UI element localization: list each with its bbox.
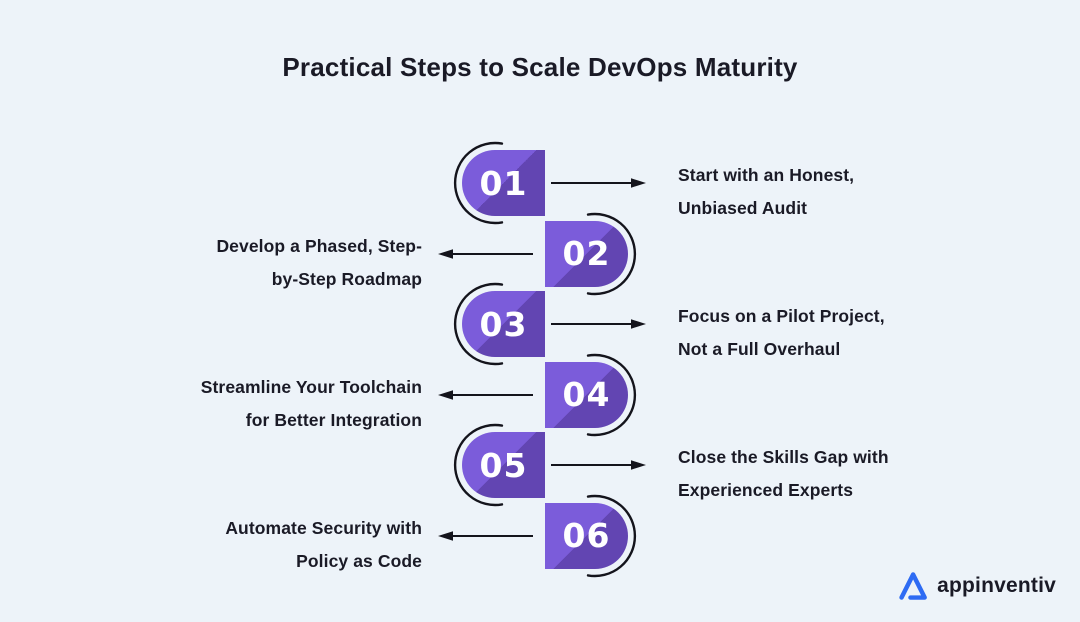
step-label: Start with an Honest, Unbiased Audit — [678, 159, 978, 225]
step-number: 06 — [562, 516, 611, 555]
open-arc-right-icon — [586, 494, 637, 577]
step-label-line2: for Better Integration — [245, 409, 422, 430]
open-arc-left-icon — [453, 141, 504, 225]
step-number: 02 — [562, 234, 611, 273]
step-label: Close the Skills Gap with Experienced Ex… — [678, 441, 978, 507]
step-label-line2: by-Step Roadmap — [271, 268, 422, 289]
step-label-line2: Unbiased Audit — [678, 198, 808, 218]
step-label-line2: Policy as Code — [296, 550, 422, 571]
open-arc-right-icon — [586, 353, 637, 436]
step-badge: 01 — [462, 150, 545, 216]
step-number: 03 — [479, 304, 528, 344]
step-badge: 04 — [545, 361, 628, 428]
step-label-line1: Start with an Honest, — [678, 165, 855, 185]
arrow-right-icon — [551, 319, 646, 329]
open-arc-left-icon — [453, 423, 504, 507]
step-label-line1: Develop a Phased, Step- — [216, 235, 422, 256]
step-label-line1: Focus on a Pilot Project, — [678, 306, 885, 326]
arrow-right-icon — [551, 460, 646, 470]
step-label: Streamline Your Toolchain for Better Int… — [122, 371, 422, 437]
step-label: Focus on a Pilot Project, Not a Full Ove… — [678, 300, 978, 366]
brand-logo-text: appinventiv — [937, 574, 1056, 597]
step-number: 05 — [479, 445, 528, 485]
appinventiv-triangle-icon — [899, 572, 927, 600]
brand-logo: appinventiv — [898, 570, 1056, 602]
step-label-line2: Not a Full Overhaul — [678, 339, 841, 359]
open-arc-left-icon — [453, 282, 504, 366]
step-number: 04 — [562, 375, 611, 414]
step-label: Automate Security with Policy as Code — [122, 512, 422, 578]
arrow-right-icon — [551, 178, 646, 188]
step-label: Develop a Phased, Step- by-Step Roadmap — [122, 230, 422, 296]
open-arc-right-icon — [586, 212, 637, 295]
arrow-left-icon — [438, 389, 533, 400]
step-label-line2: Experienced Experts — [678, 480, 854, 500]
step-badge: 02 — [545, 220, 628, 287]
step-badge: 06 — [545, 502, 628, 569]
arrow-left-icon — [438, 530, 533, 541]
step-label-line1: Streamline Your Toolchain — [200, 376, 422, 397]
step-label-line1: Close the Skills Gap with — [678, 447, 889, 467]
arrow-left-icon — [438, 248, 533, 259]
step-label-line1: Automate Security with — [225, 517, 422, 538]
step-badge: 03 — [462, 291, 545, 357]
step-number: 01 — [479, 163, 528, 203]
step-badge: 05 — [462, 432, 545, 498]
page-title: Practical Steps to Scale DevOps Maturity — [282, 52, 798, 82]
